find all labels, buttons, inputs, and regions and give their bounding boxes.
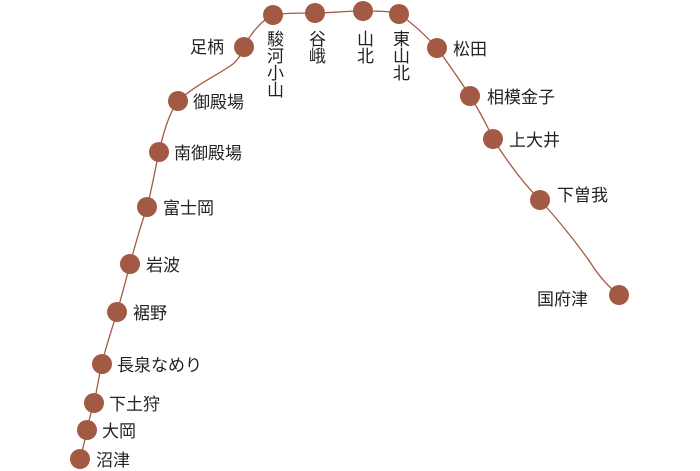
station-dot-yamakita[interactable]	[353, 1, 373, 21]
station-label-numazu: 沼津	[96, 451, 130, 471]
station-dot-susono[interactable]	[107, 302, 127, 322]
station-label-susono: 裾野	[133, 304, 167, 324]
station-dot-yaga[interactable]	[305, 3, 325, 23]
route-line	[79, 10, 620, 460]
station-label-ooka: 大岡	[102, 422, 136, 442]
station-label-ashigara: 足柄	[190, 38, 224, 58]
station-label-kami-oi: 上大井	[509, 131, 560, 151]
station-dot-shimotogari[interactable]	[84, 393, 104, 413]
station-dot-fujioka[interactable]	[137, 197, 157, 217]
station-label-higashi-yamakita: 東山北	[389, 30, 410, 81]
station-dot-kozu[interactable]	[609, 285, 629, 305]
station-dot-higashi-yamakita[interactable]	[389, 4, 409, 24]
station-dot-sagami-kaneko[interactable]	[460, 86, 480, 106]
station-label-nagaizumi-nameri: 長泉なめり	[117, 356, 202, 376]
station-dot-shimo-soga[interactable]	[530, 190, 550, 210]
station-dot-ashigara[interactable]	[234, 37, 254, 57]
station-group: 沼津 大岡 下土狩 長泉なめり 裾野 岩波 富士岡 南御殿場 御殿場 足柄 駿河…	[70, 1, 629, 471]
station-dot-kami-oi[interactable]	[483, 129, 503, 149]
station-label-gotemba: 御殿場	[193, 93, 244, 113]
station-label-sagami-kaneko: 相模金子	[487, 88, 555, 108]
station-dot-minami-gotemba[interactable]	[149, 142, 169, 162]
station-label-suruga-oyama: 駿河小山	[263, 30, 284, 98]
station-label-yaga: 谷峨	[305, 30, 326, 65]
station-dot-nagaizumi-nameri[interactable]	[92, 354, 112, 374]
station-dot-iwanami[interactable]	[120, 254, 140, 274]
station-label-minami-gotemba: 南御殿場	[174, 144, 242, 164]
station-label-kozu: 国府津	[537, 290, 588, 310]
station-label-matsuda: 松田	[453, 40, 487, 60]
station-dot-suruga-oyama[interactable]	[263, 5, 283, 25]
station-label-shimotogari: 下土狩	[109, 395, 160, 415]
station-label-fujioka: 富士岡	[163, 199, 214, 219]
station-dot-ooka[interactable]	[77, 420, 97, 440]
station-label-yamakita: 山北	[353, 30, 374, 64]
station-label-iwanami: 岩波	[146, 256, 180, 276]
station-label-shimo-soga: 下曽我	[557, 186, 608, 206]
station-dot-numazu[interactable]	[70, 449, 90, 469]
station-dot-matsuda[interactable]	[427, 38, 447, 58]
station-dot-gotemba[interactable]	[168, 91, 188, 111]
